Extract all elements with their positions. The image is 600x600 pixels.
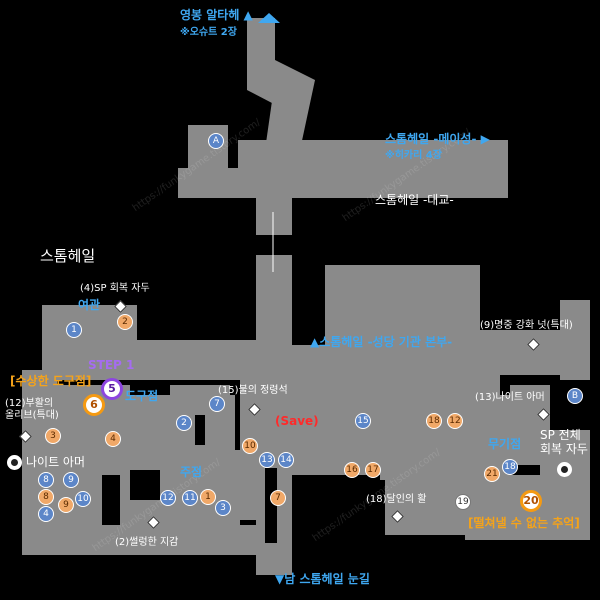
item-marker[interactable]: 8 (38, 489, 54, 505)
shop-inn[interactable]: 여관 (78, 298, 101, 312)
shop-weapon[interactable]: 무기점 (488, 437, 522, 451)
label-master-bow: (18)달인의 활 (366, 494, 427, 505)
shop-pub[interactable]: 주점 (180, 465, 203, 479)
exit-south-label[interactable]: ▼남 스톰헤일 눈길 (275, 572, 370, 586)
exit-east-label[interactable]: 스톰헤일 -메이성- ▶ (385, 132, 490, 146)
chest-marker[interactable]: 7 (209, 396, 225, 412)
chest-marker[interactable]: 8 (38, 472, 54, 488)
save-point-label[interactable]: (Save) (275, 414, 319, 428)
item-marker[interactable]: 17 (365, 462, 381, 478)
step-label: STEP 1 (88, 358, 135, 372)
item-marker[interactable]: 21 (484, 466, 500, 482)
item-marker[interactable]: 2 (117, 314, 133, 330)
chest-marker[interactable]: 4 (38, 506, 54, 522)
item-marker[interactable]: 10 (242, 438, 258, 454)
item-marker[interactable]: 1 (200, 489, 216, 505)
npc-ring-icon[interactable] (7, 455, 22, 470)
marker-20[interactable]: 20 (520, 490, 542, 512)
label-accuracy-nut: (9)명중 강화 넛(특대) (480, 320, 573, 331)
item-marker[interactable]: 18 (426, 413, 442, 429)
item-marker[interactable]: 9 (58, 497, 74, 513)
chest-marker[interactable]: A (208, 133, 224, 149)
chest-marker[interactable]: 13 (259, 452, 275, 468)
label-empty-place: (2)썰렁한 지감 (115, 537, 179, 548)
chest-marker[interactable]: 1 (66, 322, 82, 338)
chest-marker[interactable]: 15 (355, 413, 371, 429)
shop-item[interactable]: 도구점 (125, 389, 159, 403)
chest-marker[interactable]: 2 (176, 415, 192, 431)
label-knight-armor-right: (13)나이트 아머 (475, 392, 545, 403)
npc-ring-icon[interactable] (557, 462, 572, 477)
suspicious-shop-label: [수상한 도구점] (10, 374, 92, 388)
chest-marker[interactable]: 10 (75, 491, 91, 507)
label-sp-statue: (4)SP 회복 자두 (80, 283, 150, 294)
chest-marker[interactable]: 9 (63, 472, 79, 488)
label-knight-armor-left: 나이트 아머 (26, 455, 86, 469)
chest-marker[interactable]: 3 (215, 500, 231, 516)
map-title: 스톰헤일 (40, 247, 96, 265)
item-marker[interactable]: 19 (455, 494, 471, 510)
area-cathedral[interactable]: ▲스톰헤일 -성당 기관 본부- (310, 335, 453, 349)
marker-6[interactable]: 6 (83, 394, 105, 416)
up-arrow-icon (258, 13, 280, 23)
label-sp-full: SP 전체 회복 자두 (540, 428, 588, 456)
step-marker-5[interactable]: 5 (101, 378, 123, 400)
item-marker[interactable]: 7 (270, 490, 286, 506)
exit-north-note: ※오슈트 2장 (180, 27, 237, 38)
exit-north-label[interactable]: 영봉 알타헤 ▲ (180, 8, 253, 22)
area-bridge: 스톰헤일 -대교- (375, 193, 454, 207)
exit-east-note: ※히카리 4장 (385, 150, 442, 161)
label-fire-stone: (15)불의 정령석 (218, 385, 288, 396)
label-revive: (12)부활의 올리브(특대) (5, 398, 59, 421)
item-marker[interactable]: 4 (105, 431, 121, 447)
item-marker[interactable]: 3 (45, 428, 61, 444)
unforgettable-memory-label: [떨쳐낼 수 없는 추억] (468, 516, 580, 530)
chest-marker[interactable]: 18 (502, 459, 518, 475)
chest-marker[interactable]: B (567, 388, 583, 404)
item-marker[interactable]: 16 (344, 462, 360, 478)
chest-marker[interactable]: 14 (278, 452, 294, 468)
item-marker[interactable]: 12 (447, 413, 463, 429)
chest-marker[interactable]: 12 (160, 490, 176, 506)
chest-marker[interactable]: 11 (182, 490, 198, 506)
